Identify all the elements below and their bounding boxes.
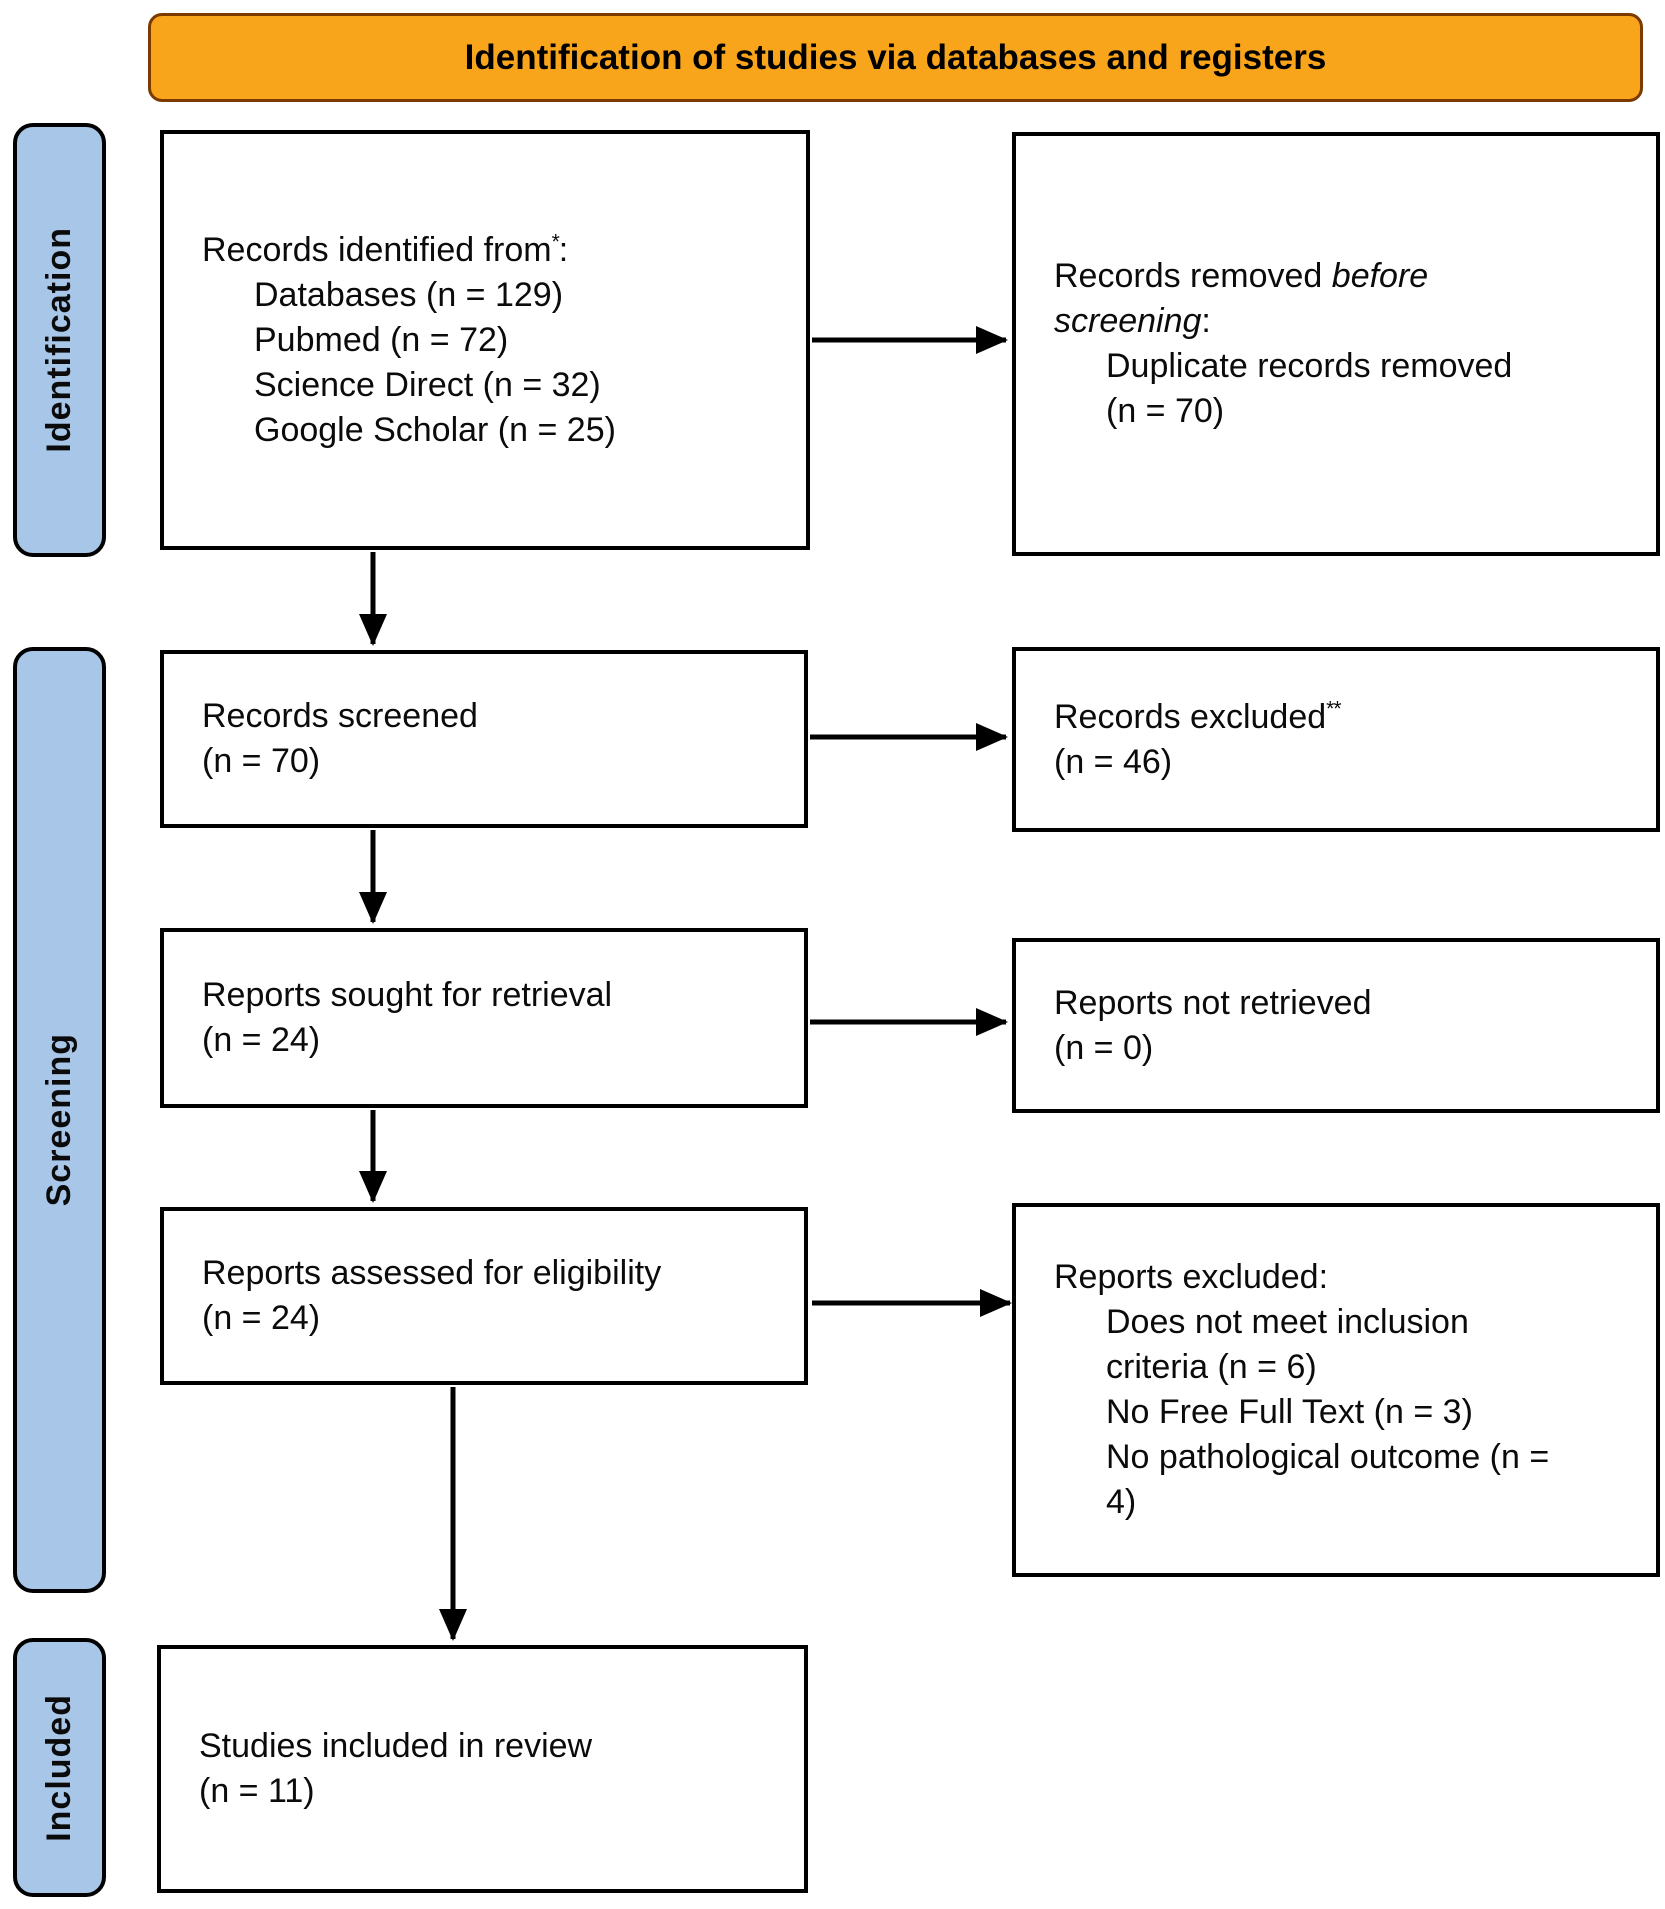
box-text-segment: Studies included in review bbox=[199, 1727, 593, 1765]
box-text-line: (n = 70) bbox=[1054, 389, 1640, 434]
box-text-segment: (n = 0) bbox=[1054, 1028, 1154, 1067]
box-text-line: Records excluded** bbox=[1054, 695, 1640, 740]
box-text-line: Does not meet inclusion bbox=[1054, 1300, 1640, 1345]
box-text-segment: Duplicate records removed bbox=[1106, 347, 1513, 385]
box-text-line: Records identified from*: bbox=[202, 228, 790, 273]
box-records-excluded: Records excluded**(n = 46) bbox=[1012, 647, 1660, 832]
box-text-segment: (n = 70) bbox=[202, 742, 321, 780]
box-text-line: Duplicate records removed bbox=[1054, 344, 1640, 389]
box-text-segment: Reports sought for retrieval bbox=[202, 976, 613, 1014]
box-text-line: (n = 11) bbox=[199, 1769, 788, 1814]
box-text-segment: Reports assessed for eligibility bbox=[202, 1254, 662, 1292]
box-text-line: (n = 24) bbox=[202, 1018, 788, 1063]
stage-label-included: Included bbox=[40, 1693, 78, 1842]
box-text-segment: (n = 24) bbox=[202, 1299, 321, 1337]
box-reports-excluded: Reports excluded: Does not meet inclusion… bbox=[1012, 1203, 1660, 1577]
box-text-segment: 4) bbox=[1106, 1483, 1137, 1521]
box-text-segment: before bbox=[1331, 257, 1429, 295]
box-text-line: Studies included in review bbox=[199, 1724, 788, 1769]
box-text-segment: ** bbox=[1326, 697, 1341, 721]
box-text-segment: Reports excluded: bbox=[1054, 1258, 1329, 1296]
box-text-segment: Does not meet inclusion bbox=[1106, 1303, 1469, 1341]
box-text-segment: * bbox=[551, 230, 560, 254]
box-text-line: No Free Full Text (n = 3) bbox=[1054, 1390, 1640, 1435]
box-text-segment: (n = 46) bbox=[1054, 742, 1173, 781]
box-text-segment: criteria (n = 6) bbox=[1106, 1348, 1317, 1386]
box-text-segment: (n = 11) bbox=[199, 1772, 315, 1810]
stage-bar-included: Included bbox=[13, 1638, 106, 1897]
box-text-segment: : bbox=[1201, 302, 1211, 340]
box-reports-not-retrieved: Reports not retrieved (n = 0) bbox=[1012, 938, 1660, 1113]
box-text-line: Reports excluded: bbox=[1054, 1255, 1640, 1300]
box-text-line: Records removed before bbox=[1054, 254, 1640, 299]
title-banner: Identification of studies via databases … bbox=[148, 13, 1643, 102]
box-studies-included-in-review: Studies included in review (n = 11) bbox=[157, 1645, 808, 1893]
box-text-segment: (n = 70) bbox=[1106, 392, 1225, 430]
box-text-segment: No pathological outcome (n = bbox=[1106, 1438, 1550, 1476]
box-text-segment: Science Direct (n = 32) bbox=[254, 365, 601, 404]
box-text-segment: Pubmed (n = 72) bbox=[254, 320, 509, 359]
box-text-line: Pubmed (n = 72) bbox=[202, 318, 790, 363]
box-text-line: Databases (n = 129) bbox=[202, 273, 790, 318]
box-text-line: Records screened bbox=[202, 694, 788, 739]
box-text-segment: Records excluded bbox=[1054, 697, 1327, 736]
box-text-line: Science Direct (n = 32) bbox=[202, 363, 790, 408]
title-banner-label: Identification of studies via databases … bbox=[464, 37, 1327, 77]
box-text-segment: Records removed bbox=[1054, 257, 1332, 295]
box-text-line: Reports not retrieved bbox=[1054, 981, 1640, 1026]
box-text-line: Reports sought for retrieval bbox=[202, 973, 788, 1018]
box-text-segment: (n = 24) bbox=[202, 1021, 321, 1059]
box-text-line: (n = 70) bbox=[202, 739, 788, 784]
box-text-segment: Reports not retrieved bbox=[1054, 983, 1372, 1022]
box-text-line: 4) bbox=[1054, 1480, 1640, 1525]
box-text-segment: Records screened bbox=[202, 697, 478, 735]
stage-label-identification: Identification bbox=[40, 227, 78, 453]
box-text-segment: Records identified from bbox=[202, 230, 552, 269]
box-records-screened: Records screened (n = 70) bbox=[160, 650, 808, 828]
box-text-segment: Databases (n = 129) bbox=[254, 275, 564, 314]
box-reports-sought-for-retrieval: Reports sought for retrieval (n = 24) bbox=[160, 928, 808, 1108]
box-text-segment: No Free Full Text (n = 3) bbox=[1106, 1393, 1473, 1431]
box-text-line: (n = 46) bbox=[1054, 740, 1640, 785]
stage-bar-screening: Screening bbox=[13, 647, 106, 1593]
box-text-line: (n = 24) bbox=[202, 1296, 788, 1341]
box-text-line: (n = 0) bbox=[1054, 1026, 1640, 1071]
box-text-segment: : bbox=[558, 230, 569, 269]
box-text-line: criteria (n = 6) bbox=[1054, 1345, 1640, 1390]
box-text-segment: Google Scholar (n = 25) bbox=[254, 410, 616, 449]
box-records-identified: Records identified from*:Databases (n = … bbox=[160, 130, 810, 550]
stage-bar-identification: Identification bbox=[13, 123, 106, 557]
box-text-line: screening: bbox=[1054, 299, 1640, 344]
box-reports-assessed-for-eligibility: Reports assessed for eligibility (n = 24) bbox=[160, 1207, 808, 1385]
box-text-line: Google Scholar (n = 25) bbox=[202, 408, 790, 453]
stage-label-screening: Screening bbox=[40, 1033, 78, 1207]
box-text-line: Reports assessed for eligibility bbox=[202, 1251, 788, 1296]
box-text-line: No pathological outcome (n = bbox=[1054, 1435, 1640, 1480]
box-text-segment: screening bbox=[1054, 302, 1202, 340]
